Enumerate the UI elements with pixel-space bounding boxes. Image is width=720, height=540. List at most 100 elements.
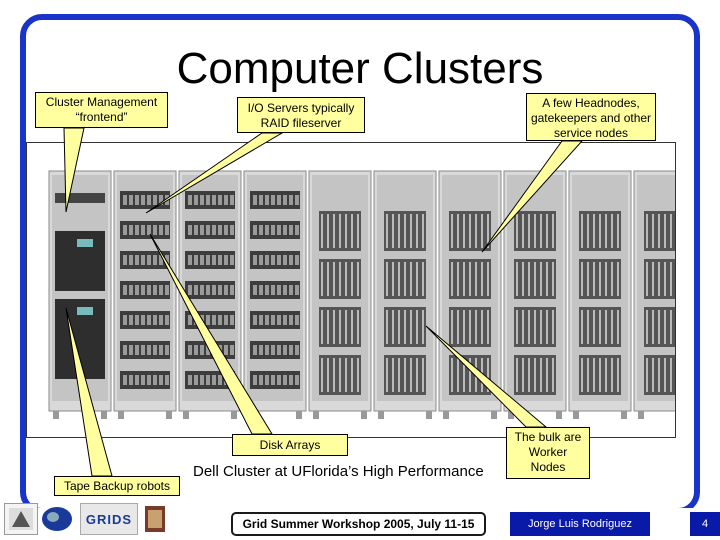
rack-foot <box>556 411 562 419</box>
drive-bay <box>271 255 275 265</box>
rack-foot <box>231 411 237 419</box>
drive-bay <box>135 375 139 385</box>
drive-bay <box>194 345 198 355</box>
drive-bay <box>283 255 287 265</box>
drive-bay <box>123 195 127 205</box>
drive-bay <box>259 375 263 385</box>
drive-bay <box>188 225 192 235</box>
drive-bay <box>283 285 287 295</box>
callout-frontend-text: Cluster Management “frontend” <box>45 95 158 124</box>
footer-author: Jorge Luis Rodriguez <box>510 512 650 536</box>
drive-bay <box>153 285 157 295</box>
drive-bay <box>283 345 287 355</box>
drive-bay <box>194 375 198 385</box>
drive-bay <box>188 255 192 265</box>
drive-bay <box>289 195 293 205</box>
drive-bay <box>218 225 222 235</box>
drive-bay <box>271 225 275 235</box>
drive-bay <box>200 255 204 265</box>
drive-bay <box>188 195 192 205</box>
drive-bay <box>206 315 210 325</box>
drive-bay <box>253 345 257 355</box>
rack-foot <box>101 411 107 419</box>
drive-bay <box>141 195 145 205</box>
drive-bay <box>159 375 163 385</box>
drive-bay <box>277 255 281 265</box>
drive-bay <box>277 345 281 355</box>
drive-bay <box>135 285 139 295</box>
drive-bay <box>289 315 293 325</box>
drive-bay <box>218 195 222 205</box>
drive-bay <box>153 225 157 235</box>
drive-bay <box>194 195 198 205</box>
logo-1-icon <box>9 508 33 530</box>
drive-bay <box>224 285 228 295</box>
drive-bay <box>135 345 139 355</box>
drive-bay <box>265 225 269 235</box>
drive-bay <box>218 315 222 325</box>
drive-bay <box>200 375 204 385</box>
drive-bay <box>277 285 281 295</box>
tape-display <box>77 307 93 315</box>
drive-bay <box>259 315 263 325</box>
drive-bay <box>265 345 269 355</box>
drive-bay <box>153 255 157 265</box>
drive-bay <box>289 345 293 355</box>
drive-bay <box>253 315 257 325</box>
rack-foot <box>118 411 124 419</box>
drive-bay <box>194 285 198 295</box>
rack-foot <box>621 411 627 419</box>
drive-bay <box>159 285 163 295</box>
rack-foot <box>378 411 384 419</box>
drive-bay <box>277 315 281 325</box>
drive-bay <box>212 315 216 325</box>
drive-bay <box>253 195 257 205</box>
drive-bay <box>188 345 192 355</box>
drive-bay <box>277 195 281 205</box>
drive-bay <box>147 375 151 385</box>
drive-bay <box>200 285 204 295</box>
drive-bay <box>230 345 234 355</box>
frontend-console <box>55 193 105 203</box>
drive-bay <box>141 285 145 295</box>
rack-illustration <box>27 143 675 437</box>
drive-bay <box>135 225 139 235</box>
drive-bay <box>200 345 204 355</box>
drive-bay <box>224 345 228 355</box>
drive-bay <box>265 285 269 295</box>
rack-foot <box>491 411 497 419</box>
drive-bay <box>283 195 287 205</box>
drive-bay <box>265 195 269 205</box>
drive-bay <box>206 345 210 355</box>
drive-bay <box>230 315 234 325</box>
drive-bay <box>295 315 299 325</box>
drive-bay <box>224 255 228 265</box>
slide-title: Computer Clusters <box>176 44 544 93</box>
rack-foot <box>313 411 319 419</box>
drive-bay <box>206 225 210 235</box>
drive-bay <box>165 225 169 235</box>
drive-bay <box>123 375 127 385</box>
drive-bay <box>165 315 169 325</box>
logo-grids: GRIDS <box>80 503 138 535</box>
drive-bay <box>153 315 157 325</box>
drive-bay <box>123 255 127 265</box>
drive-bay <box>224 375 228 385</box>
drive-bay <box>147 315 151 325</box>
tape-display <box>77 239 93 247</box>
drive-bay <box>188 285 192 295</box>
logo-4 <box>144 503 166 535</box>
drive-bay <box>165 285 169 295</box>
rack-foot <box>248 411 254 419</box>
drive-bay <box>123 285 127 295</box>
rack-foot <box>361 411 367 419</box>
drive-bay <box>265 375 269 385</box>
drive-bay <box>271 195 275 205</box>
drive-bay <box>218 255 222 265</box>
drive-bay <box>271 375 275 385</box>
drive-bay <box>283 315 287 325</box>
drive-bay <box>188 315 192 325</box>
callout-tape-backup: Tape Backup robots <box>54 476 180 496</box>
drive-bay <box>153 345 157 355</box>
rack-foot <box>53 411 59 419</box>
